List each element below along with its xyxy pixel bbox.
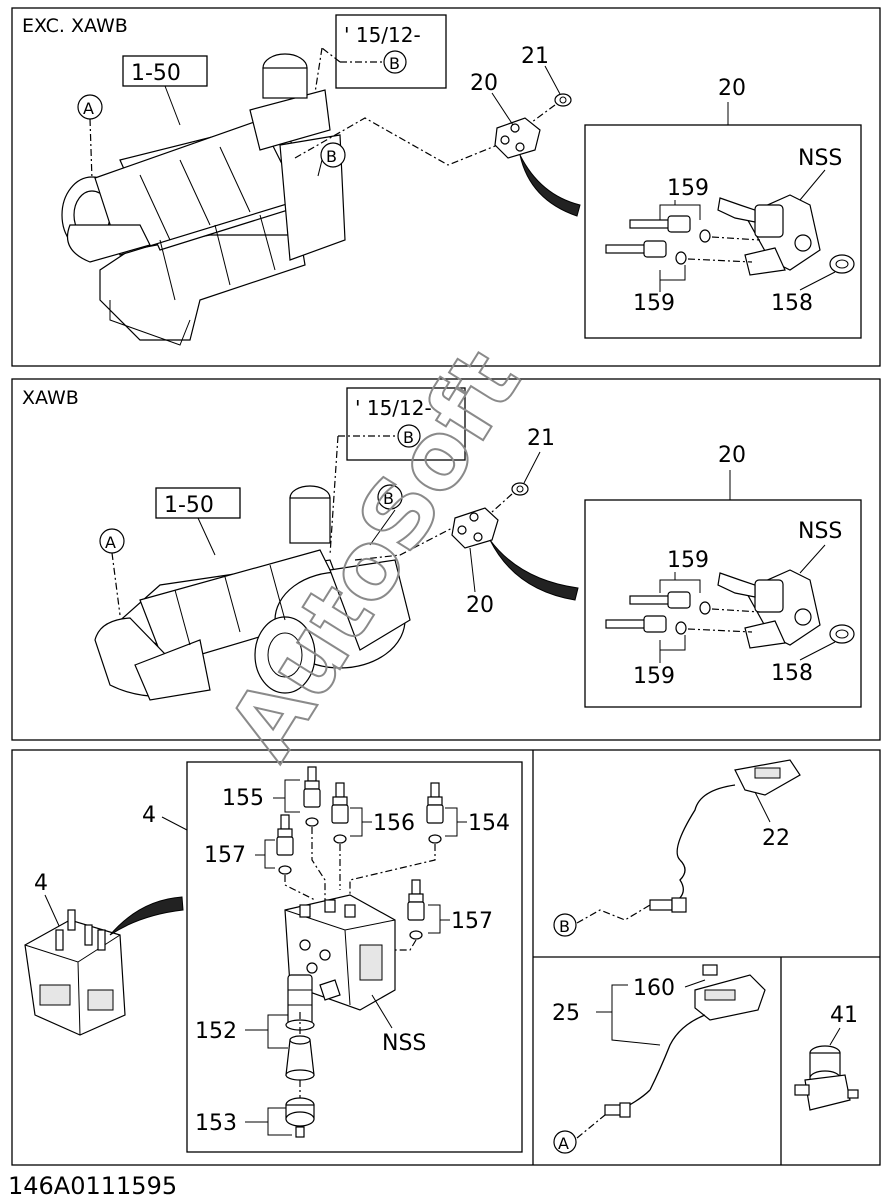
muffler-assembly [94,485,411,701]
nut-21 [511,482,529,496]
svg-text:B: B [389,54,400,73]
label-159-bottom: 159 [633,291,675,316]
label-20-main: 20 [466,593,494,618]
drawing-number: 146A0111595 [8,1172,177,1200]
sensor-155 [303,766,321,827]
panel-title: XAWB [22,387,79,409]
valve-41 [794,1045,859,1111]
sensor-154 [426,782,444,844]
callout-a [553,1130,577,1154]
label-41: 41 [830,1003,858,1028]
detail-arrow [519,154,581,217]
label-21: 21 [527,426,555,451]
panel-title: EXC. XAWB [22,15,128,37]
detail-arrow [109,896,184,936]
label-156: 156 [373,811,415,836]
callout-b-note [383,50,407,74]
date-note-label: ' 15/12- [355,396,432,420]
label-159-bottom: 159 [633,664,675,689]
cap-153 [285,1097,315,1138]
label-152: 152 [195,1019,237,1044]
date-note-label: ' 15/12- [344,23,421,47]
nut-21 [554,93,572,107]
sensor-157-left [276,814,294,875]
connector-159-bottom [605,240,687,265]
panel-exc-xawb-frame [11,7,881,367]
connector-159-bottom [605,615,687,635]
label-20-inset: 20 [718,443,746,468]
label-158: 158 [771,661,813,686]
label-20-main: 20 [470,71,498,96]
unit-detail-frame [186,761,523,1153]
sensor-22 [649,759,801,913]
svg-text:A: A [83,99,94,118]
panel-unit-4: 4 4 [24,761,523,1153]
sensor-unit-4 [24,909,126,1036]
bracket-20-small [451,507,499,549]
label-155: 155 [222,786,264,811]
sensor-25 [604,964,766,1118]
grommet-158 [829,624,855,644]
callout-b-note [397,424,421,448]
label-160: 160 [633,976,675,1001]
label-159-top: 159 [667,548,709,573]
label-157-left: 157 [204,843,246,868]
svg-text:A: A [558,1134,569,1153]
label-nss: NSS [382,1031,426,1056]
bracket-20-small [494,117,541,159]
panel-exc-xawb: EXC. XAWB 1-50 ' 15/12- B A [22,14,862,346]
svg-text:B: B [559,917,570,936]
svg-text:B: B [383,489,394,508]
sensor-bracket-nss [717,194,821,276]
callout-b-part [377,484,403,510]
date-note-frame [335,14,447,89]
label-157-right: 157 [451,909,493,934]
svg-text:B: B [403,428,414,447]
ref-box-label: 1-50 [164,493,214,518]
panel-sensor-22: 22 B [553,759,801,937]
label-158: 158 [771,291,813,316]
svg-text:A: A [105,533,116,552]
detail-inset-frame [584,124,862,339]
label-nss: NSS [798,146,842,171]
label-154: 154 [468,811,510,836]
sensor-156 [331,782,349,844]
muffler-assembly [61,53,346,346]
connector-159-top [629,215,711,243]
label-nss: NSS [798,519,842,544]
grommet-158 [829,254,855,274]
svg-text:B: B [326,147,337,166]
callout-b [553,913,577,937]
connector-159-top [629,591,711,615]
filter-152 [285,974,315,1081]
detail-arrow [489,539,579,601]
ref-box-label: 1-50 [131,61,181,86]
label-22: 22 [762,826,790,851]
panel-valve-41: 41 [794,1003,859,1111]
label-4-outer: 4 [142,803,156,828]
sensor-157-right [407,879,425,940]
date-note-frame [346,387,466,461]
label-21: 21 [521,44,549,69]
label-153: 153 [195,1111,237,1136]
panel-xawb-frame [11,378,881,741]
detail-inset-frame [584,499,862,708]
label-159-top: 159 [667,176,709,201]
panel-sensor-25: 25 160 A [552,964,766,1154]
label-20-inset: 20 [718,76,746,101]
sensor-bracket-nss [717,569,821,649]
label-25: 25 [552,1001,580,1026]
label-4-inner: 4 [34,871,48,896]
callout-b-part [320,142,346,168]
panel-xawb: XAWB 1-50 ' 15/12- B A B [22,387,862,708]
